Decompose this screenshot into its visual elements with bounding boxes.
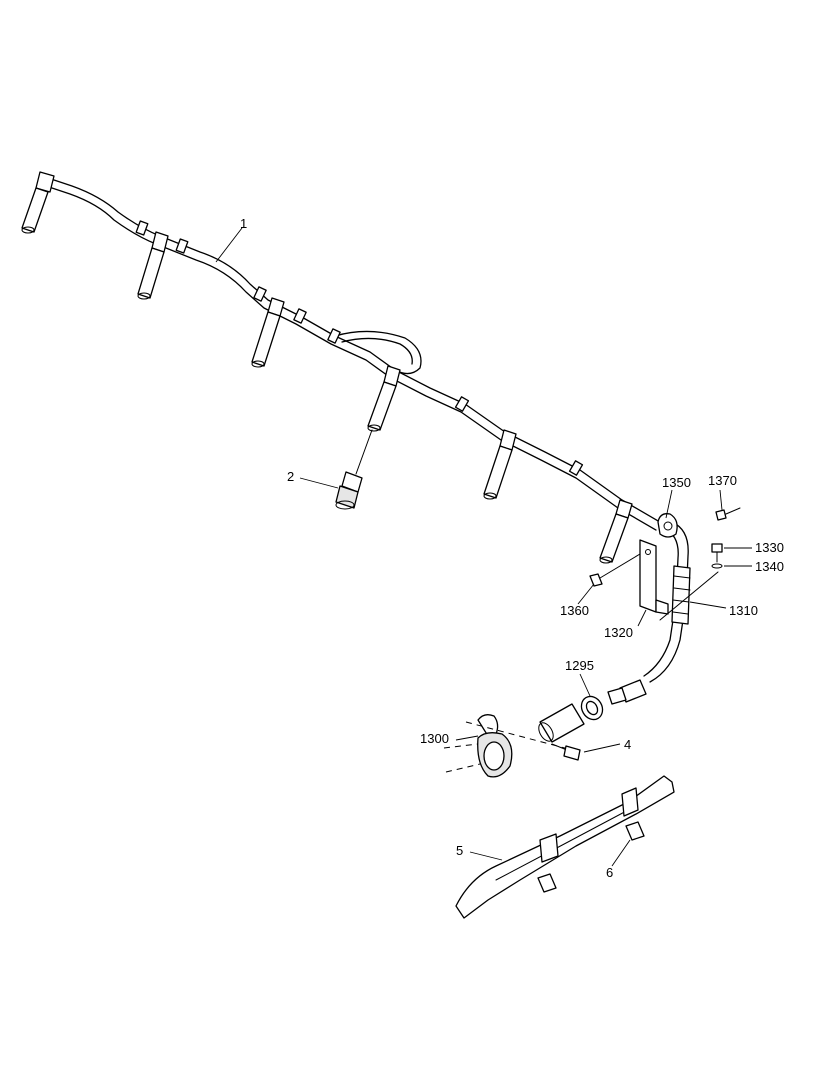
fasteners-right (589, 507, 741, 621)
callout-1350: 1350 (662, 475, 691, 490)
glow-plug-lead-4 (355, 365, 401, 475)
callout-1295: 1295 (565, 658, 594, 673)
bolt-4 (551, 743, 581, 761)
glow-plug-lead-6 (599, 499, 633, 564)
sleeve (538, 703, 585, 743)
callout-1340: 1340 (755, 559, 784, 574)
callout-6: 6 (606, 865, 613, 880)
callouts: 1 2 1350 1370 1330 1340 1360 1310 1320 1… (240, 216, 784, 880)
bolts-6 (537, 821, 645, 893)
leader-lines (215, 227, 752, 867)
callout-1310: 1310 (729, 603, 758, 618)
callout-1330: 1330 (755, 540, 784, 555)
clip-1350 (657, 513, 678, 538)
callout-2: 2 (287, 469, 294, 484)
clamp-1300 (443, 714, 581, 778)
glow-plug-lead-1 (21, 171, 55, 234)
callout-4: 4 (624, 737, 631, 752)
callout-5: 5 (456, 843, 463, 858)
heat-shield-5 (455, 775, 675, 919)
callout-1: 1 (240, 216, 247, 231)
callout-1320: 1320 (604, 625, 633, 640)
sensor-part-2 (335, 471, 363, 510)
glow-plug-lead-2 (137, 231, 169, 300)
callout-1370: 1370 (708, 473, 737, 488)
callout-1300: 1300 (420, 731, 449, 746)
fuel-line-fitting (607, 679, 647, 705)
glow-plug-lead-3 (251, 297, 285, 368)
bracket-1320 (639, 539, 669, 615)
callout-1360: 1360 (560, 603, 589, 618)
glow-plug-lead-5 (483, 429, 517, 500)
clamp-1295 (580, 695, 604, 721)
glow-plug-harness (21, 171, 661, 564)
